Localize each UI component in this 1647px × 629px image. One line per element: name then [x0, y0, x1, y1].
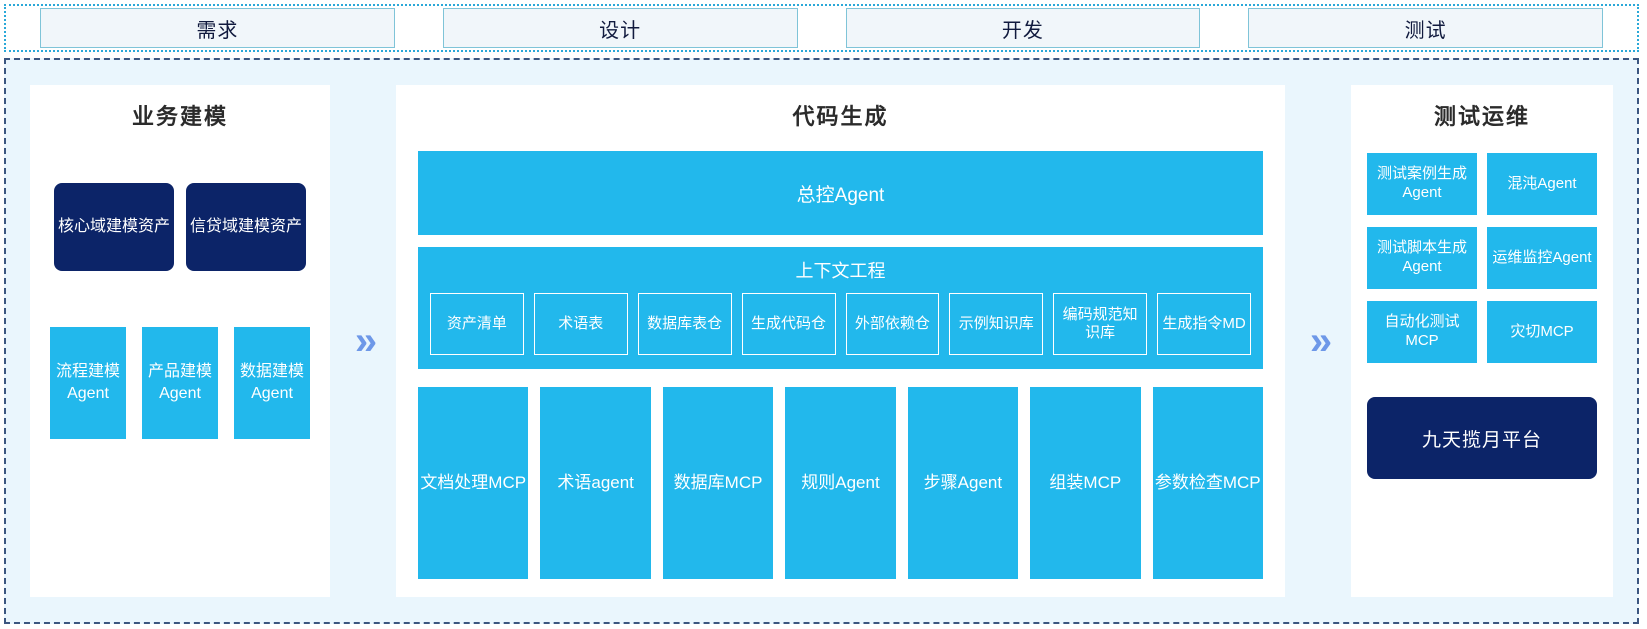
chevron-right-icon-2: »	[1309, 319, 1332, 363]
tool-parameter-check-mcp[interactable]: 参数检查MCP	[1152, 387, 1263, 579]
agent-data-modeling[interactable]: 数据建模Agent	[234, 327, 310, 439]
business-modeling-panel: 业务建模 核心域建模资产 信贷域建模资产 流程建模Agent 产品建模Agent…	[30, 85, 330, 597]
agent-product-modeling[interactable]: 产品建模Agent	[142, 327, 218, 439]
tool-database-mcp[interactable]: 数据库MCP	[662, 387, 774, 579]
test-ops-panel: 测试运维 测试案例生成Agent 混沌Agent 测试脚本生成Agent 运维监…	[1351, 85, 1613, 597]
test-case-generation-agent[interactable]: 测试案例生成Agent	[1367, 153, 1477, 215]
context-engineering-title: 上下文工程	[795, 261, 886, 281]
asset-credit-domain[interactable]: 信贷域建模资产	[186, 183, 306, 271]
tool-glossary-agent[interactable]: 术语agent	[540, 387, 651, 579]
context-item-db-table-repo[interactable]: 数据库表仓	[637, 293, 732, 355]
disaster-recovery-mcp[interactable]: 灾切MCP	[1487, 301, 1597, 363]
context-item-coding-standard-knowledge-base[interactable]: 编码规范知识库	[1053, 293, 1148, 355]
master-control-agent[interactable]: 总控Agent	[418, 151, 1263, 235]
phase-box-requirement[interactable]: 需求	[40, 8, 395, 48]
ops-monitoring-agent[interactable]: 运维监控Agent	[1487, 227, 1597, 289]
business-modeling-title: 业务建模	[131, 104, 228, 129]
test-ops-title: 测试运维	[1433, 104, 1530, 129]
asset-core-domain[interactable]: 核心域建模资产	[54, 183, 174, 271]
automated-test-mcp[interactable]: 自动化测试MCP	[1367, 301, 1477, 363]
context-item-asset-list[interactable]: 资产清单	[430, 293, 524, 355]
chaos-agent[interactable]: 混沌Agent	[1487, 153, 1597, 215]
tool-rule-agent[interactable]: 规则Agent	[785, 387, 896, 579]
context-item-example-knowledge-base[interactable]: 示例知识库	[949, 293, 1044, 355]
test-script-generation-agent[interactable]: 测试脚本生成Agent	[1367, 227, 1477, 289]
chevron-right-icon-1: »	[354, 319, 377, 363]
phase-bar: 需求 设计 开发 测试	[4, 4, 1639, 52]
tool-document-processing-mcp[interactable]: 文档处理MCP	[418, 387, 529, 579]
phase-box-testing[interactable]: 测试	[1248, 8, 1603, 48]
test-ops-grid: 测试案例生成Agent 混沌Agent 测试脚本生成Agent 运维监控Agen…	[1367, 153, 1597, 363]
context-item-glossary[interactable]: 术语表	[533, 293, 628, 355]
code-generation-tool-row: 文档处理MCP 术语agent 数据库MCP 规则Agent 步骤Agent 组…	[418, 387, 1263, 587]
tool-assembly-mcp[interactable]: 组装MCP	[1030, 387, 1141, 579]
architecture-diagram-area: 业务建模 核心域建模资产 信贷域建模资产 流程建模Agent 产品建模Agent…	[4, 58, 1639, 624]
context-engineering-block: 上下文工程 资产清单 术语表 数据库表仓 生成代码仓 外部依赖仓 示例知识库 编…	[418, 247, 1263, 369]
code-generation-title: 代码生成	[792, 104, 889, 129]
business-agent-row: 流程建模Agent 产品建模Agent 数据建模Agent	[50, 327, 310, 439]
jiutian-lanyue-platform[interactable]: 九天揽月平台	[1367, 397, 1597, 479]
phase-box-development[interactable]: 开发	[845, 8, 1201, 48]
context-item-external-dependency-repo[interactable]: 外部依赖仓	[845, 293, 940, 355]
context-item-generated-code-repo[interactable]: 生成代码仓	[741, 293, 836, 355]
code-generation-panel: 代码生成 总控Agent 上下文工程 资产清单 术语表 数据库表仓 生成代码仓 …	[396, 85, 1285, 597]
context-item-generation-instruction-md[interactable]: 生成指令MD	[1157, 293, 1251, 355]
business-modeling-body: 核心域建模资产 信贷域建模资产 流程建模Agent 产品建模Agent 数据建模…	[30, 137, 330, 587]
tool-step-agent[interactable]: 步骤Agent	[907, 387, 1019, 579]
code-generation-body: 总控Agent 上下文工程 资产清单 术语表 数据库表仓 生成代码仓 外部依赖仓…	[396, 137, 1285, 587]
business-asset-row: 核心域建模资产 信贷域建模资产	[50, 183, 310, 271]
phase-box-design[interactable]: 设计	[442, 8, 798, 48]
context-engineering-items: 资产清单 术语表 数据库表仓 生成代码仓 外部依赖仓 示例知识库 编码规范知识库…	[430, 293, 1251, 355]
agent-process-modeling[interactable]: 流程建模Agent	[50, 327, 126, 439]
test-ops-body: 测试案例生成Agent 混沌Agent 测试脚本生成Agent 运维监控Agen…	[1351, 137, 1613, 587]
